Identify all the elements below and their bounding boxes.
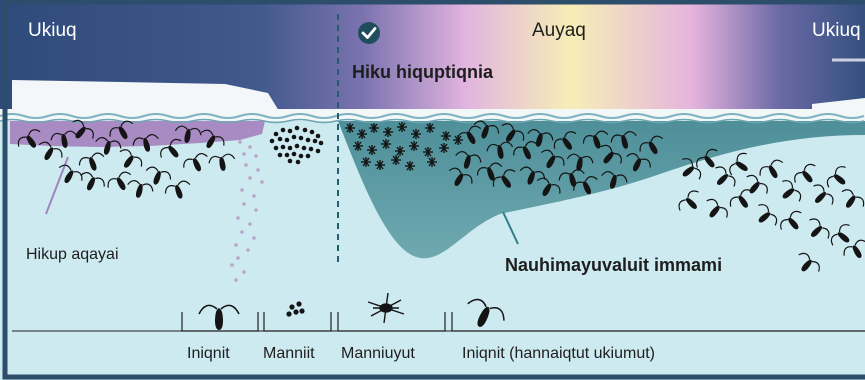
egg-dot: [306, 138, 311, 143]
phytoplankton-label: Nauhimayuvaluit immami: [505, 255, 722, 276]
sinking-egg-dot: [260, 180, 264, 184]
egg-dot: [319, 141, 324, 146]
nauplius-icon: [345, 123, 355, 133]
sinking-egg-dot: [248, 222, 252, 226]
ice-algae-label: Hikup aqayai: [26, 246, 119, 264]
nauplius-icon: [427, 157, 437, 167]
nauplius-icon: [357, 129, 367, 139]
sinking-egg-dot: [248, 176, 252, 180]
egg-dot: [309, 147, 314, 152]
nauplius-icon: [409, 141, 419, 151]
egg-dot: [313, 139, 318, 144]
sinking-egg-dot: [244, 163, 248, 167]
sinking-egg-dot: [230, 263, 234, 267]
nauplius-icon: [381, 139, 391, 149]
sinking-egg-dot: [248, 145, 252, 149]
egg-dot: [306, 154, 311, 159]
nauplius-icon: [383, 127, 393, 137]
egg-dot: [292, 135, 297, 140]
sinking-egg-dot: [256, 168, 260, 172]
nauplius-icon: [397, 122, 407, 132]
nauplius-icon: [441, 131, 451, 141]
nauplius-icon: [411, 129, 421, 139]
nauplius-icon: [423, 147, 433, 157]
egg-dot: [288, 159, 293, 164]
egg-dot: [285, 153, 290, 158]
nauplius-icon: [405, 161, 415, 171]
sinking-egg-dot: [246, 248, 250, 252]
sinking-egg-dot: [242, 270, 246, 274]
season-label-middle: Auyaq: [532, 20, 586, 42]
egg-dot: [285, 138, 290, 143]
egg-dot: [281, 145, 286, 150]
egg-dot: [302, 146, 307, 151]
egg-dot: [278, 153, 283, 158]
egg-dot: [299, 154, 304, 159]
season-label-left: Ukiuq: [28, 20, 77, 42]
nauplius-icon: [391, 155, 401, 165]
legend-label-eggs: Manniit: [263, 345, 315, 363]
egg-dot: [296, 160, 301, 165]
sinking-egg-dot: [242, 152, 246, 156]
legend-label-adult-copepods: Iniqnit: [187, 345, 230, 363]
nauplius-icon: [395, 146, 405, 156]
nauplius-icon: [425, 123, 435, 133]
egg-dot: [281, 128, 286, 133]
egg-dot: [278, 137, 283, 142]
sinking-egg-dot: [238, 140, 242, 144]
egg-dot: [316, 149, 321, 154]
egg-dot: [288, 146, 293, 151]
sinking-egg-dot: [242, 202, 246, 206]
nauplius-icon: [369, 123, 379, 133]
sinking-egg-dot: [240, 230, 244, 234]
egg-dot: [316, 134, 321, 139]
sinking-egg-dot: [234, 243, 238, 247]
legend-label-overwintering-copepods: Iniqnit (hannaiqtut ukiumut): [462, 345, 655, 363]
egg-dot: [288, 129, 293, 134]
egg-dot: [299, 136, 304, 141]
sinking-egg-dot: [254, 208, 258, 212]
nauplius-icon: [439, 143, 449, 153]
legend-label-nauplii: Manniuyut: [341, 345, 415, 363]
sinking-egg-dot: [254, 154, 258, 158]
sinking-egg-dot: [240, 188, 244, 192]
season-label-right: Ukiuq: [812, 20, 861, 42]
egg-dot: [292, 152, 297, 157]
sinking-egg-dot: [234, 278, 238, 282]
nauplius-icon: [375, 160, 385, 170]
egg-dot: [295, 144, 300, 149]
egg-dot: [303, 128, 308, 133]
sinking-egg-dot: [236, 256, 240, 260]
egg-dot: [270, 139, 275, 144]
egg-dot: [310, 130, 315, 135]
nauplius-icon: [353, 141, 363, 151]
sinking-egg-dot: [252, 194, 256, 198]
sinking-egg-dot: [236, 216, 240, 220]
egg-dot: [274, 146, 279, 151]
nauplius-icon: [361, 157, 371, 167]
check-icon: [358, 22, 380, 44]
nauplius-icon: [367, 145, 377, 155]
sinking-egg-dot: [252, 236, 256, 240]
bloom-label: Hiku hiquptiqnia: [352, 62, 493, 83]
egg-dot: [295, 126, 300, 131]
egg-dot: [274, 132, 279, 137]
